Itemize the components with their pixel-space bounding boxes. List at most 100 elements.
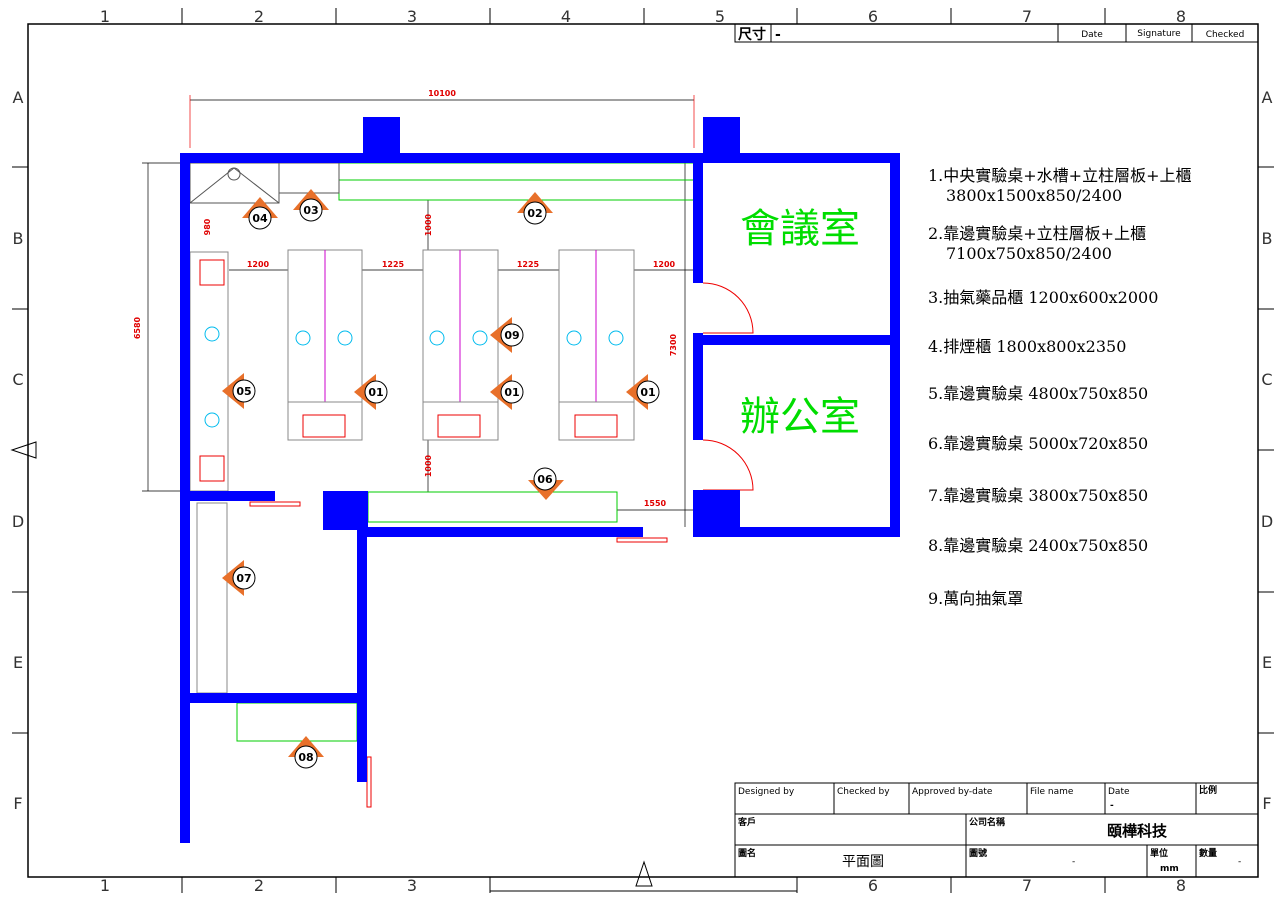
row-label: B xyxy=(1262,229,1273,248)
col-label: 3 xyxy=(407,7,417,26)
header-signature: Signature xyxy=(1137,29,1181,39)
dim-bottom-gap: 1550 xyxy=(644,499,667,508)
dim-gap1: 1200 xyxy=(247,260,270,269)
dim-gap3: 1225 xyxy=(517,260,540,269)
designed-by-label: Designed by xyxy=(738,787,795,797)
dimension-lines xyxy=(142,95,695,527)
svg-text:08: 08 xyxy=(298,751,313,764)
legend-item-9: 9.萬向抽氣罩 xyxy=(928,589,1023,608)
marker-08: 08 xyxy=(288,736,324,769)
legend-item-8: 8.靠邊實驗桌 2400x750x850 xyxy=(928,536,1148,555)
row-label: D xyxy=(12,512,24,531)
col-label: 6 xyxy=(868,7,878,26)
legend-item-4: 4.排煙櫃 1800x800x2350 xyxy=(928,337,1126,356)
marker-01: 01 xyxy=(490,374,524,410)
dim-gap2: 1225 xyxy=(382,260,405,269)
col-label: 1 xyxy=(100,876,110,895)
legend-item-6: 6.靠邊實驗桌 5000x720x850 xyxy=(928,434,1148,453)
marker-06: 06 xyxy=(528,467,564,500)
row-label: A xyxy=(13,88,24,107)
unit-value: mm xyxy=(1160,864,1179,874)
size-label: 尺寸 xyxy=(738,26,766,43)
col-label: 7 xyxy=(1022,876,1032,895)
legend-item-5: 5.靠邊實驗桌 4800x750x850 xyxy=(928,384,1148,403)
row-label: E xyxy=(13,653,23,672)
svg-text:01: 01 xyxy=(368,386,383,399)
title-block xyxy=(734,782,1259,878)
scale-label: 比例 xyxy=(1199,784,1217,796)
svg-text:09: 09 xyxy=(504,329,519,342)
legend-item-1-size: 3800x1500x850/2400 xyxy=(946,186,1122,205)
dim-aisle-bottom: 1000 xyxy=(424,454,433,477)
marker-07: 07 xyxy=(222,560,256,596)
company-label: 公司名稱 xyxy=(969,816,1005,828)
col-label: 1 xyxy=(100,7,110,26)
svg-text:07: 07 xyxy=(236,572,251,585)
markers: 01 01 01 02 03 04 05 06 07 08 09 xyxy=(222,189,660,769)
qty-value: - xyxy=(1238,857,1241,867)
col-label: 6 xyxy=(868,876,878,895)
col-label: 8 xyxy=(1176,876,1186,895)
drawing-name: 平面圖 xyxy=(842,854,884,870)
unit-label: 單位 xyxy=(1150,847,1168,859)
svg-text:01: 01 xyxy=(504,386,519,399)
size-value: - xyxy=(775,27,781,43)
frame-ticks xyxy=(10,8,1274,893)
col-label: 8 xyxy=(1176,7,1186,26)
row-label: F xyxy=(1262,794,1271,813)
row-label: F xyxy=(13,794,22,813)
marker-01: 01 xyxy=(354,374,388,410)
col-label: 4 xyxy=(561,7,571,26)
svg-text:02: 02 xyxy=(527,207,542,220)
walls xyxy=(180,117,900,843)
col-label: 5 xyxy=(715,7,725,26)
col-label: 2 xyxy=(254,876,264,895)
dim-depth: 6580 xyxy=(133,316,142,339)
drawing-no: - xyxy=(1072,857,1075,867)
room-label-meeting: 會議室 xyxy=(740,206,860,252)
row-label: E xyxy=(1262,653,1272,672)
file-name-label: File name xyxy=(1030,787,1074,797)
marker-01: 01 xyxy=(626,374,660,410)
svg-text:05: 05 xyxy=(236,385,251,398)
company-name: 頤樺科技 xyxy=(1107,822,1168,840)
marker-04: 04 xyxy=(242,197,278,230)
checked-by-label: Checked by xyxy=(837,787,890,797)
qty-label: 數量 xyxy=(1199,847,1217,859)
marker-03: 03 xyxy=(293,189,329,222)
approved-label: Approved by-date xyxy=(912,787,993,797)
svg-text:04: 04 xyxy=(252,212,268,225)
col-label: 2 xyxy=(254,7,264,26)
row-label: C xyxy=(12,370,23,389)
legend-item-1: 1.中央實驗桌+水槽+立柱層板+上櫃 xyxy=(928,166,1192,185)
drawing-name-label: 圖名 xyxy=(738,847,756,859)
dim-aisle-top: 1000 xyxy=(424,213,433,236)
marker-09: 09 xyxy=(490,317,524,353)
room-label-office: 辦公室 xyxy=(740,394,860,440)
col-label: 3 xyxy=(407,876,417,895)
dim-gap4: 1200 xyxy=(653,260,676,269)
dim-top-gap: 980 xyxy=(203,218,212,235)
legend-item-2: 2.靠邊實驗桌+立柱層板+上櫃 xyxy=(928,224,1146,243)
sink-fixtures xyxy=(204,326,624,428)
svg-text:06: 06 xyxy=(537,473,553,486)
row-label: D xyxy=(1261,512,1273,531)
legend-item-3: 3.抽氣藥品櫃 1200x600x2000 xyxy=(928,288,1158,307)
marker-05: 05 xyxy=(222,373,256,409)
legend-item-7: 7.靠邊實驗桌 3800x750x850 xyxy=(928,486,1148,505)
dim-right-depth: 7300 xyxy=(669,333,678,356)
col-label: 7 xyxy=(1022,7,1032,26)
row-label: A xyxy=(1262,88,1273,107)
row-label: C xyxy=(1261,370,1272,389)
header-checked: Checked xyxy=(1206,30,1245,40)
svg-text:01: 01 xyxy=(640,386,655,399)
header-date: Date xyxy=(1081,30,1103,40)
marker-02: 02 xyxy=(517,192,553,225)
drawing-no-label: 圖號 xyxy=(969,847,987,859)
row-label: B xyxy=(13,229,24,248)
legend: 1.中央實驗桌+水槽+立柱層板+上櫃 3800x1500x850/2400 2.… xyxy=(928,166,1192,608)
dim-overall-width: 10100 xyxy=(428,89,456,98)
date-label: Date xyxy=(1108,787,1130,797)
date-value: - xyxy=(1110,801,1114,811)
